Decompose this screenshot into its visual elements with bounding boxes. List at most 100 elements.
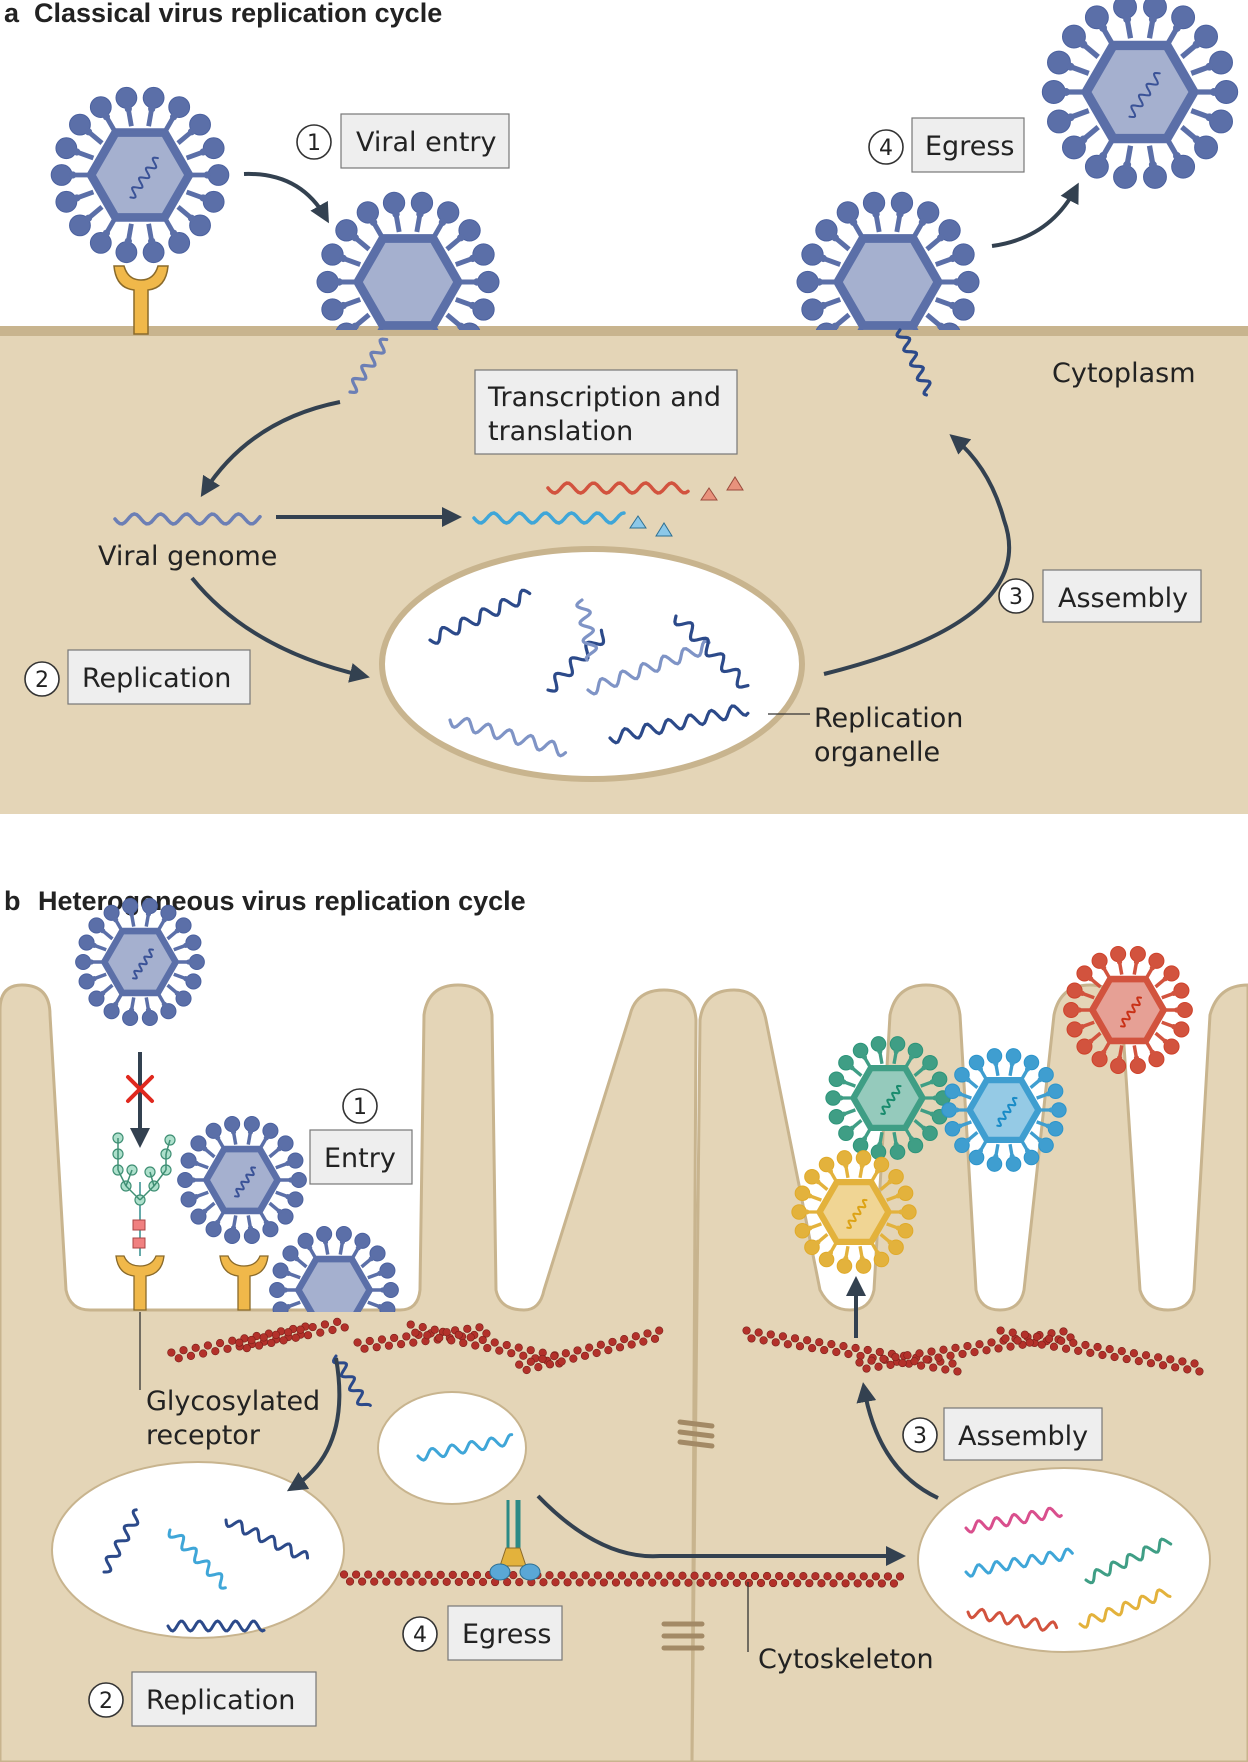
svg-text:1: 1	[353, 1095, 367, 1120]
step-viral-entry: 1 Viral entry	[296, 113, 510, 169]
rna-strand	[586, 639, 711, 696]
glycosylated-label-2: receptor	[146, 1420, 261, 1451]
assembly-label-b: Assembly	[958, 1421, 1088, 1452]
entering-virus-icon	[316, 191, 500, 330]
actin-filament	[515, 1326, 664, 1375]
glycosylated-receptor-icon	[112, 1132, 176, 1311]
panel-b: b Heterogeneous virus replication cycle	[0, 886, 1248, 1762]
panel-b-letter: b	[4, 886, 21, 916]
entry-label-b: Entry	[324, 1143, 396, 1174]
rna-strand	[964, 1506, 1063, 1534]
rna-strands	[113, 328, 932, 526]
organelle-rna-strands	[428, 588, 750, 758]
rna-strand	[546, 481, 690, 495]
rna-strand	[472, 511, 626, 525]
organelle-rna-strands-b	[102, 1354, 1173, 1633]
rna-strand	[448, 716, 568, 758]
egress-label-b: Egress	[462, 1619, 551, 1650]
step-entry-b: 1 Entry	[309, 1088, 413, 1185]
actin-filament	[339, 1570, 905, 1588]
budding-virus-icon	[796, 191, 980, 330]
replication-organelle-left	[51, 1461, 345, 1639]
rna-strand	[895, 328, 932, 397]
receptor-icon	[113, 265, 169, 335]
egress-arrow	[991, 182, 1079, 248]
assembly-arrow-b	[856, 1382, 939, 1500]
svg-text:translation: translation	[488, 416, 633, 447]
assembly-label-a: Assembly	[1058, 583, 1188, 614]
transport-vesicle	[377, 1391, 527, 1505]
protein-triangles	[629, 476, 744, 537]
step-egress-a: 4 Egress	[868, 117, 1025, 173]
receptor-icon-b	[219, 1255, 269, 1311]
transcription-translation-box: Transcription and translation	[474, 369, 738, 455]
cyan-virus-icon	[941, 1048, 1067, 1172]
rna-strand	[102, 1508, 140, 1574]
green-virus-icon	[825, 1036, 951, 1160]
viral-entry-label: Viral entry	[356, 127, 497, 158]
rna-strand	[166, 1619, 266, 1633]
yellow-virus-icon	[791, 1150, 917, 1274]
motor-protein-icon	[489, 1500, 541, 1581]
svg-text:2: 2	[99, 1689, 113, 1714]
rna-strand	[1120, 996, 1143, 1028]
replication-organelle-label-2: organelle	[814, 737, 940, 768]
panel-a-letter: a	[4, 0, 20, 28]
panel-a-plasma-membrane	[0, 326, 1248, 336]
svg-text:3: 3	[1009, 585, 1023, 610]
rna-strand	[234, 1166, 257, 1198]
rna-strand	[1078, 1588, 1172, 1629]
blocked-virus-icon	[75, 897, 205, 1027]
actin-filaments	[167, 1317, 1204, 1588]
step-assembly-b: 3 Assembly	[902, 1407, 1103, 1461]
step-egress-b: 4 Egress	[402, 1605, 563, 1661]
rna-strand	[224, 1518, 310, 1560]
replication-label-b: Replication	[146, 1685, 295, 1716]
rna-strand	[608, 704, 750, 745]
rna-strand	[113, 512, 262, 526]
rna-strand	[1084, 1537, 1173, 1585]
entering-virus-icon-b	[269, 1225, 399, 1312]
svg-text:4: 4	[879, 136, 893, 161]
red-virus-icon	[1063, 945, 1193, 1075]
svg-text:1: 1	[307, 131, 321, 156]
glycosylated-label-1: Glycosylated	[146, 1386, 320, 1417]
virus-icon	[50, 86, 230, 264]
entry-arrow	[243, 171, 329, 224]
cytoskeleton-label: Cytoskeleton	[758, 1644, 934, 1675]
released-virus-icon	[1041, 0, 1239, 189]
svg-text:Transcription and: Transcription and	[487, 382, 721, 413]
svg-text:3: 3	[913, 1424, 927, 1449]
step-assembly-a: 3 Assembly	[998, 569, 1202, 623]
egress-label-a: Egress	[925, 131, 1014, 162]
rna-strand	[673, 614, 750, 689]
rna-strand	[846, 1198, 868, 1229]
replication-label-a: Replication	[82, 663, 231, 694]
panel-a-title: Classical virus replication cycle	[34, 0, 442, 28]
rna-strand	[966, 1607, 1059, 1632]
panel-a: a Classical virus replication cycle	[0, 0, 1248, 814]
rna-strand	[575, 598, 599, 662]
rna-strand	[964, 1547, 1074, 1578]
replication-organelle-right	[917, 1467, 1211, 1653]
svg-text:4: 4	[413, 1623, 427, 1648]
step-replication-a: 2 Replication	[24, 649, 251, 705]
rna-strand	[331, 1354, 372, 1407]
actin-filament	[855, 1327, 1075, 1373]
tight-junction-icon	[661, 1419, 715, 1651]
cytoplasm-label: Cytoplasm	[1052, 358, 1196, 389]
rna-strand	[167, 1528, 227, 1590]
step-replication-b: 2 Replication	[88, 1671, 317, 1727]
egress-transport-arrow	[536, 1494, 906, 1566]
rna-strand	[348, 337, 389, 395]
rna-strand	[132, 948, 155, 980]
block-cross-icon	[126, 1075, 154, 1103]
entry-to-replication-arrow	[286, 1357, 342, 1492]
svg-text:2: 2	[35, 668, 49, 693]
assembly-arrow	[823, 434, 1011, 676]
replication-organelle-label-1: Replication	[814, 703, 963, 734]
rna-strand	[129, 156, 159, 199]
rna-strand	[546, 628, 606, 693]
actin-filament	[996, 1326, 1204, 1376]
